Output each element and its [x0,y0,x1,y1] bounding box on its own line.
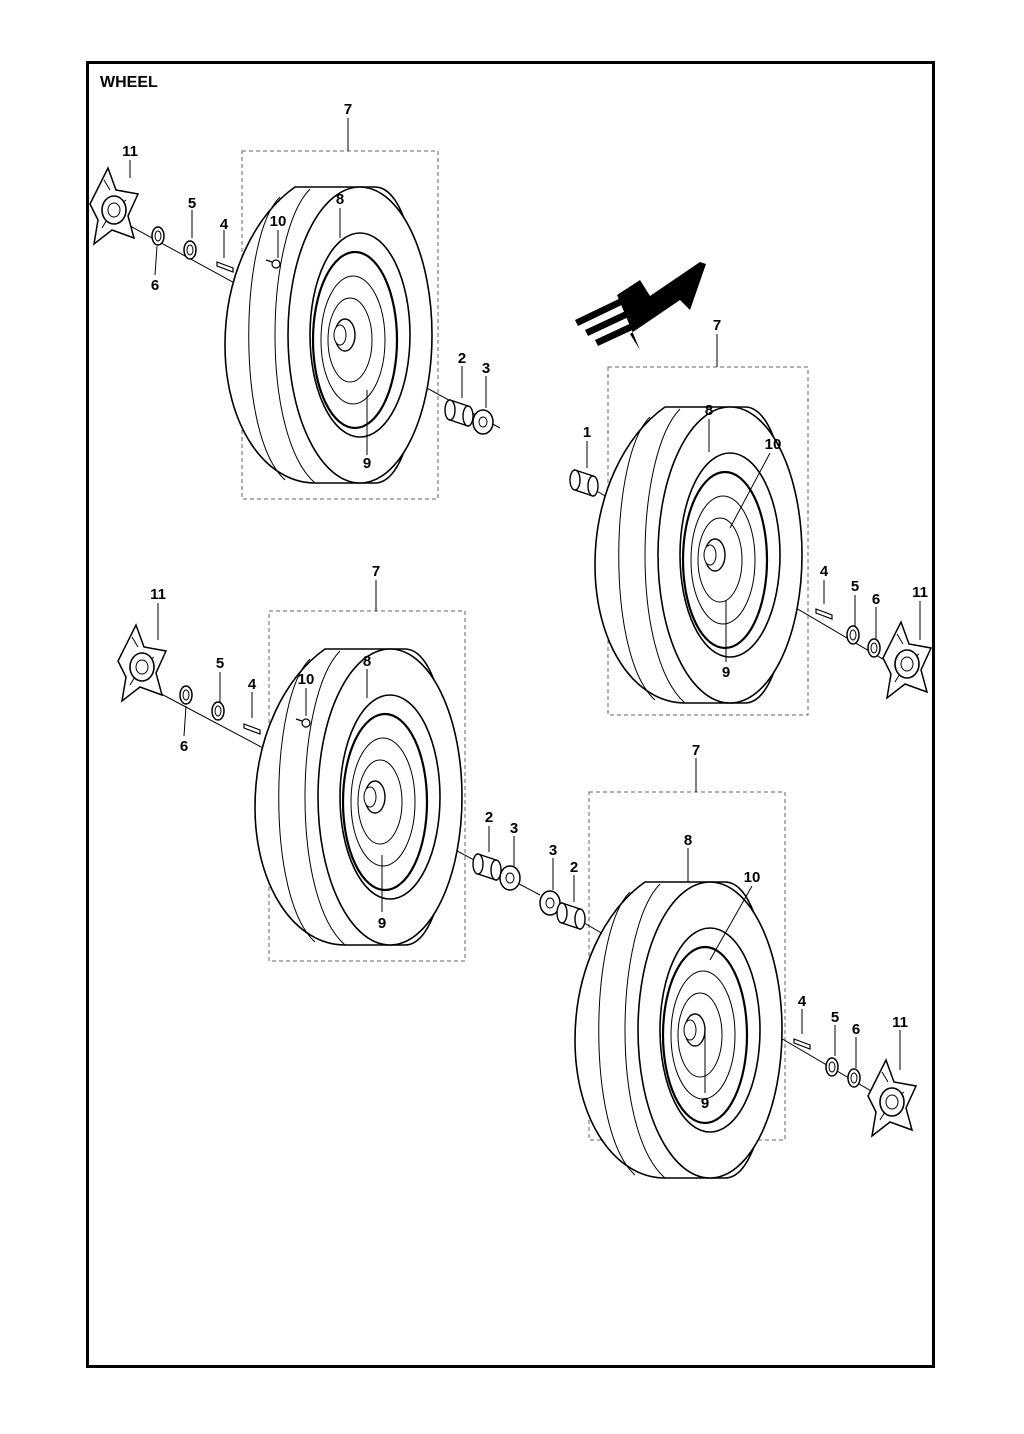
callout-9: 9 [363,455,371,472]
callout-7: 7 [372,563,380,580]
callout-5: 5 [188,195,196,212]
group-box-front-right [607,366,809,716]
callout-9: 9 [722,664,730,681]
hub-cap-icon [867,1059,917,1137]
callouts-rear-left: 7 11 5 4 10 8 6 2 3 9 [150,563,518,932]
hub-cap-icon [117,624,167,702]
direction-arrow-icon [575,262,706,350]
callout-6: 6 [180,738,188,755]
callout-2: 2 [485,809,493,826]
callout-7: 7 [713,317,721,334]
callout-4: 4 [798,993,807,1010]
callout-6: 6 [872,591,880,608]
callout-9: 9 [378,915,386,932]
hub-cap-icon [882,621,932,699]
callout-10: 10 [744,869,761,886]
callout-10: 10 [270,213,287,230]
callout-3: 3 [482,360,490,377]
wheel-icon [223,185,434,485]
callout-9: 9 [701,1095,709,1112]
callout-11: 11 [150,586,166,603]
callouts-rear-right: 7 8 3 2 10 4 5 6 11 9 [549,742,908,1112]
callout-6: 6 [151,277,159,294]
callouts-front-left: 7 11 5 4 10 8 6 2 3 9 [122,101,490,472]
callout-11: 11 [892,1014,908,1031]
callout-11: 11 [122,143,138,160]
callout-7: 7 [344,101,352,118]
callout-1: 1 [583,424,591,441]
callout-4: 4 [820,563,829,580]
callout-3: 3 [510,820,518,837]
callout-8: 8 [705,402,713,419]
wheel-icon [253,647,464,947]
callout-7: 7 [692,742,700,759]
callout-2: 2 [458,350,466,367]
callout-4: 4 [220,216,229,233]
callout-8: 8 [336,191,344,208]
callout-5: 5 [831,1009,839,1026]
callout-5: 5 [216,655,224,672]
callout-8: 8 [684,832,692,849]
callout-3: 3 [549,842,557,859]
wheel-icon [573,880,784,1180]
callout-4: 4 [248,676,257,693]
page-title: WHEEL [100,74,158,91]
callout-5: 5 [851,578,859,595]
callout-8: 8 [363,653,371,670]
callout-11: 11 [912,584,928,601]
callout-6: 6 [852,1021,860,1038]
callout-10: 10 [298,671,315,688]
callouts-front-right: 7 8 1 10 4 5 6 11 9 [583,317,928,681]
hub-cap-icon [89,167,139,245]
callout-10: 10 [765,436,782,453]
callout-2: 2 [570,859,578,876]
